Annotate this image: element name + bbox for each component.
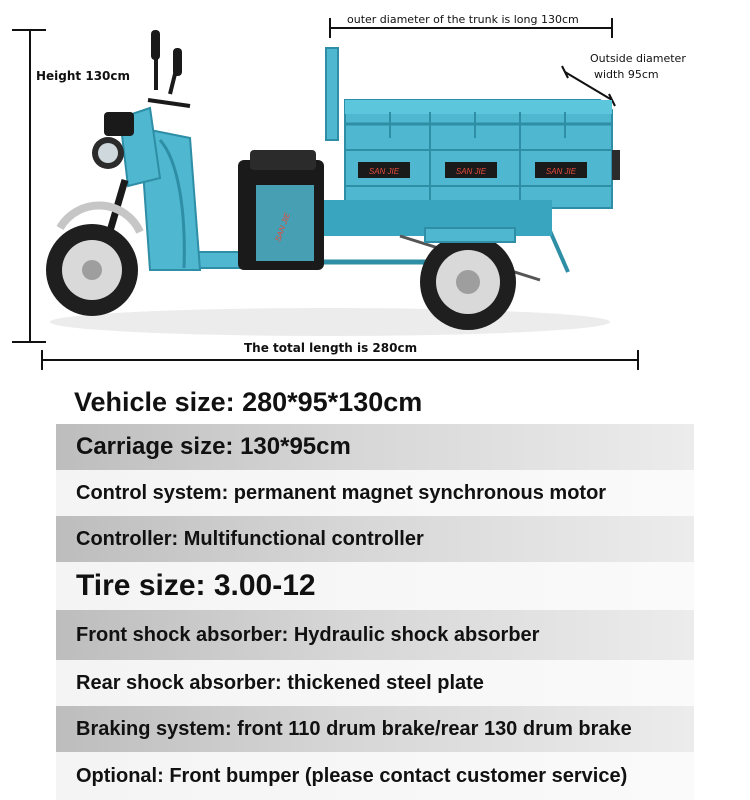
spec-front-shock: Front shock absorber: Hydraulic shock ab… <box>56 610 694 660</box>
width-label-line2: width 95cm <box>594 68 659 81</box>
spec-tire-size: Tire size: 3.00-12 <box>56 562 694 610</box>
svg-text:SAN JIE: SAN JIE <box>456 167 487 176</box>
total-length-label: The total length is 280cm <box>244 341 418 355</box>
spec-braking-system: Braking system: front 110 drum brake/rea… <box>56 706 694 752</box>
decal-1 <box>358 162 410 178</box>
spec-optional: Optional: Front bumper (please contact c… <box>56 752 694 800</box>
trunk-length-label: outer diameter of the trunk is long 130c… <box>347 13 579 26</box>
spec-rear-shock: Rear shock absorber: thickened steel pla… <box>56 660 694 706</box>
seat: SAN JIE <box>238 150 324 270</box>
front-wheel <box>46 224 138 316</box>
spec-controller: Controller: Multifunctional controller <box>56 516 694 562</box>
svg-text:SAN JIE: SAN JIE <box>369 167 400 176</box>
front-fairing <box>92 106 202 271</box>
svg-text:SAN JIE: SAN JIE <box>546 167 577 176</box>
decal-2 <box>445 162 497 178</box>
dimension-lines <box>12 18 639 370</box>
width-label-line1: Outside diameter <box>590 52 686 65</box>
spec-control-system: Control system: permanent magnet synchro… <box>56 470 694 516</box>
mirror-right <box>173 48 182 76</box>
decal-3 <box>535 162 587 178</box>
handlebar <box>147 58 191 108</box>
vehicle-size: Vehicle size: 280*95*130cm <box>56 380 694 424</box>
rear-wheel <box>420 234 516 330</box>
cargo-box: SAN JIE SAN JIE SAN JIE <box>325 47 620 273</box>
height-label: Height 130cm <box>36 69 131 83</box>
spec-carriage-size: Carriage size: 130*95cm <box>56 424 694 470</box>
tricycle-illustration: SAN JIE SAN JIE SAN JIE SAN JIE <box>12 18 639 370</box>
product-figure: SAN JIE SAN JIE SAN JIE SAN JIE <box>0 0 750 380</box>
mirror-left <box>151 30 160 60</box>
